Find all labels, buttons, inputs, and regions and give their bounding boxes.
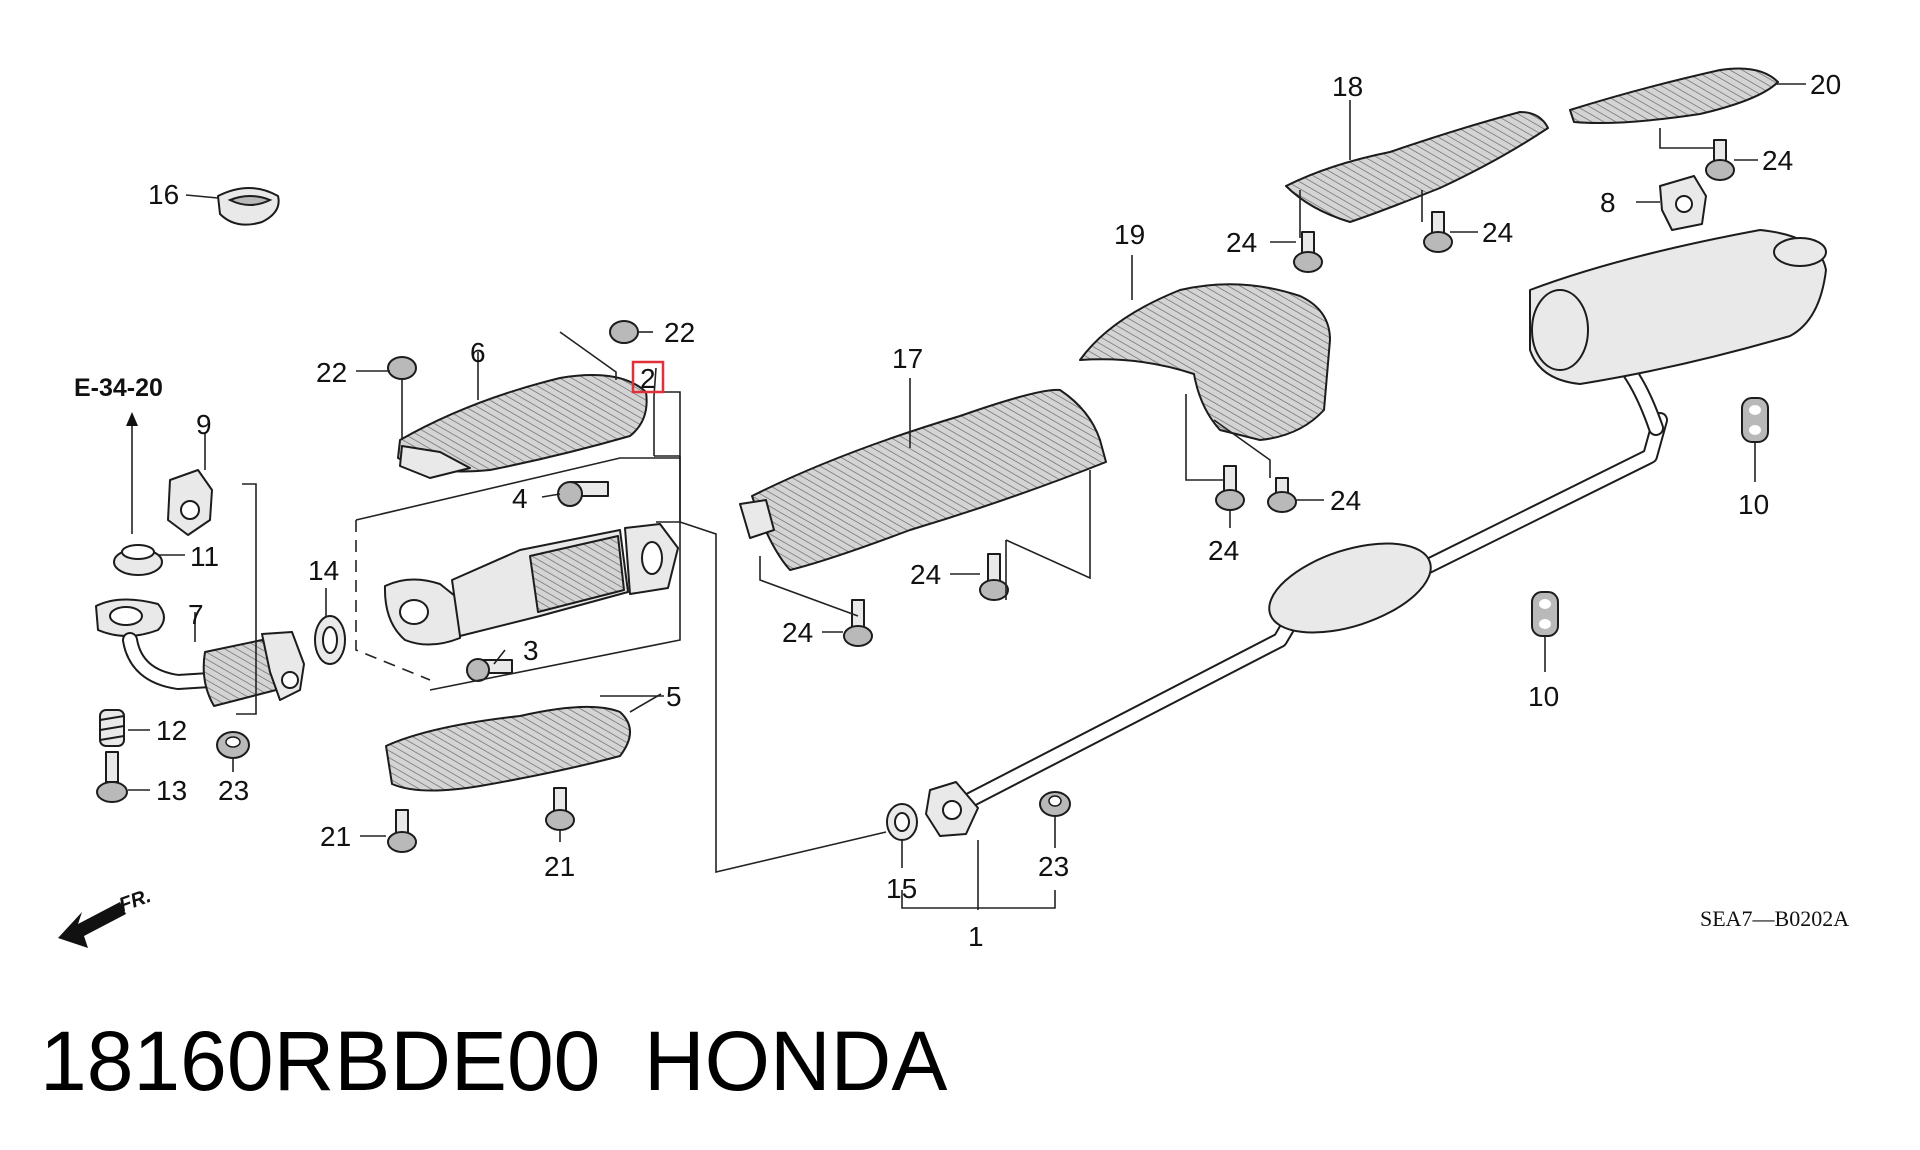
leads-19 bbox=[1185, 394, 1271, 481]
front-direction-arrow-icon bbox=[58, 902, 126, 948]
reference-arrow bbox=[126, 412, 138, 534]
part-21-bolt-b bbox=[545, 787, 575, 831]
callout-22b: 22 bbox=[664, 317, 695, 348]
callout-12: 12 bbox=[156, 715, 187, 746]
part-24-bolt-h bbox=[1423, 211, 1453, 253]
part-14-gasket bbox=[314, 615, 346, 665]
callout-19: 19 bbox=[1114, 219, 1145, 250]
part-1-exhaust-pipe bbox=[925, 229, 1827, 837]
callout-15: 15 bbox=[886, 873, 917, 904]
leads-17 bbox=[759, 470, 1091, 617]
part-23-nut-left bbox=[216, 731, 250, 759]
caption-brand: HONDA bbox=[644, 1014, 947, 1108]
reference-label: E-34-20 bbox=[74, 374, 163, 402]
group-line-left bbox=[355, 520, 431, 681]
part-3-bolt bbox=[466, 658, 513, 682]
part-22-nut-b bbox=[609, 320, 639, 344]
callout-24f: 24 bbox=[910, 559, 941, 590]
callout-14: 14 bbox=[308, 555, 339, 586]
callout-24c: 24 bbox=[1226, 227, 1257, 258]
part-13-bolt bbox=[96, 751, 128, 803]
direction-label: FR. bbox=[116, 885, 154, 917]
callout-24b: 24 bbox=[1482, 217, 1513, 248]
callout-13: 13 bbox=[156, 775, 187, 806]
part-24-bolt-d bbox=[979, 553, 1009, 601]
part-16-cap bbox=[217, 187, 280, 226]
bracket-2 bbox=[653, 396, 681, 523]
leads-18 bbox=[1299, 190, 1423, 238]
callout-1: 1 bbox=[968, 921, 984, 952]
part-10-hanger-b bbox=[1531, 591, 1559, 637]
part-9-bracket bbox=[167, 469, 213, 536]
callout-10b: 10 bbox=[1528, 681, 1559, 712]
leads-6 bbox=[401, 331, 617, 440]
part-15-gasket bbox=[886, 803, 918, 841]
part-23-nut-right bbox=[1039, 791, 1071, 817]
callout-24a: 24 bbox=[1762, 145, 1793, 176]
part-2-converter bbox=[383, 523, 679, 646]
part-8-hanger bbox=[1659, 175, 1707, 231]
callout-11: 11 bbox=[190, 541, 219, 572]
caption-part-number: 18160RBDE00 bbox=[40, 1014, 600, 1108]
highlight-box-2 bbox=[631, 360, 665, 394]
part-5-lower-shield bbox=[385, 705, 631, 792]
callout-24d: 24 bbox=[1330, 485, 1361, 516]
part-10-hanger-a bbox=[1741, 397, 1769, 443]
callout-17: 17 bbox=[892, 343, 923, 374]
part-7-front-pipe bbox=[95, 598, 305, 707]
part-24-bolt-g bbox=[1293, 231, 1323, 273]
bracket-7 bbox=[236, 483, 257, 715]
callout-3: 3 bbox=[523, 635, 539, 666]
callout-21b: 21 bbox=[544, 851, 575, 882]
callout-16: 16 bbox=[148, 179, 179, 210]
callout-20: 20 bbox=[1810, 69, 1841, 100]
part-20-shield bbox=[1569, 67, 1779, 124]
part-24-bolt-c bbox=[843, 599, 873, 647]
part-24-bolt-a bbox=[1705, 139, 1735, 181]
group-line-top bbox=[355, 457, 680, 521]
leaders bbox=[128, 83, 1806, 868]
part-21-bolt-a bbox=[387, 809, 417, 853]
line-to-pipe bbox=[679, 521, 887, 874]
part-19-shield bbox=[1079, 283, 1331, 441]
callout-10a: 10 bbox=[1738, 489, 1769, 520]
callout-7: 7 bbox=[188, 599, 204, 630]
callout-23b: 23 bbox=[1038, 851, 1069, 882]
callout-23a: 23 bbox=[218, 775, 249, 806]
callout-18: 18 bbox=[1332, 71, 1363, 102]
callout-4: 4 bbox=[512, 483, 528, 514]
leads-20 bbox=[1659, 128, 1714, 149]
callout-22a: 22 bbox=[316, 357, 347, 388]
part-4-stud bbox=[557, 481, 609, 507]
callout-8: 8 bbox=[1600, 187, 1616, 218]
callout-5: 5 bbox=[666, 681, 682, 712]
callout-6: 6 bbox=[470, 337, 486, 368]
part-17-center-shield bbox=[739, 388, 1107, 571]
part-12-spring bbox=[99, 709, 125, 747]
part-11-seal bbox=[113, 544, 163, 576]
callout-24g: 24 bbox=[782, 617, 813, 648]
bracket-1 bbox=[901, 840, 1056, 910]
callout-9: 9 bbox=[196, 409, 212, 440]
part-22-nut-a bbox=[387, 356, 417, 380]
diagram-code: SEA7—B0202A bbox=[1700, 906, 1849, 931]
callout-21a: 21 bbox=[320, 821, 351, 852]
part-24-bolt-f bbox=[1267, 477, 1297, 513]
callout-24e: 24 bbox=[1208, 535, 1239, 566]
callout-2: 2 bbox=[640, 363, 656, 394]
part-24-bolt-e bbox=[1215, 465, 1245, 511]
part-18-shield bbox=[1285, 111, 1549, 223]
part-6-upper-shield bbox=[397, 374, 648, 479]
